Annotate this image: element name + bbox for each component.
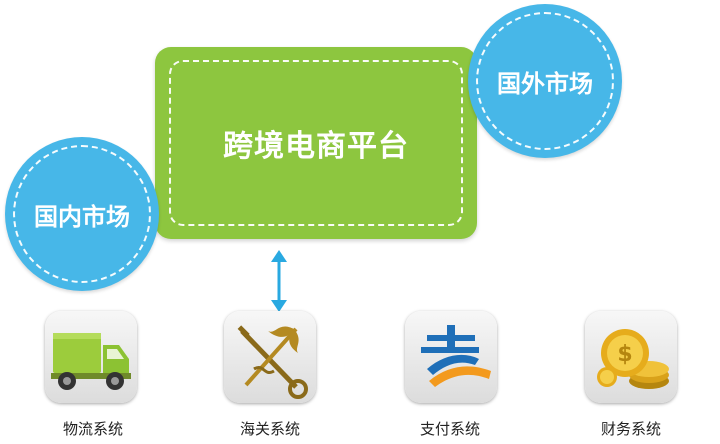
platform-dashed-border: 跨境电商平台: [169, 60, 463, 226]
logistics-system-label: 物流系统: [62, 420, 123, 438]
gold-coins-icon: $: [597, 329, 669, 389]
cross-border-platform-box: 跨境电商平台: [155, 47, 477, 239]
double-arrow-icon: [271, 250, 287, 312]
alipay-icon: [421, 325, 491, 387]
customs-system-label: 海关系统: [239, 420, 300, 438]
finance-system-tile[interactable]: $: [585, 311, 677, 403]
customs-system-tile[interactable]: [224, 311, 316, 403]
foreign-market-circle: 国外市场: [468, 4, 622, 158]
domestic-market-dashed-ring: 国内市场: [13, 145, 151, 283]
payment-system-label: 支付系统: [419, 420, 480, 438]
logistics-system-tile[interactable]: [45, 311, 137, 403]
domestic-market-circle: 国内市场: [5, 137, 159, 291]
domestic-market-label: 国内市场: [34, 202, 130, 231]
payment-system-tile[interactable]: [405, 311, 497, 403]
customs-emblem-icon: [237, 325, 308, 399]
truck-icon: [51, 333, 131, 390]
finance-system-label: 财务系统: [600, 420, 661, 438]
svg-text:$: $: [617, 342, 632, 367]
foreign-market-dashed-ring: 国外市场: [476, 12, 614, 150]
platform-title: 跨境电商平台: [223, 129, 409, 164]
foreign-market-label: 国外市场: [497, 69, 593, 98]
